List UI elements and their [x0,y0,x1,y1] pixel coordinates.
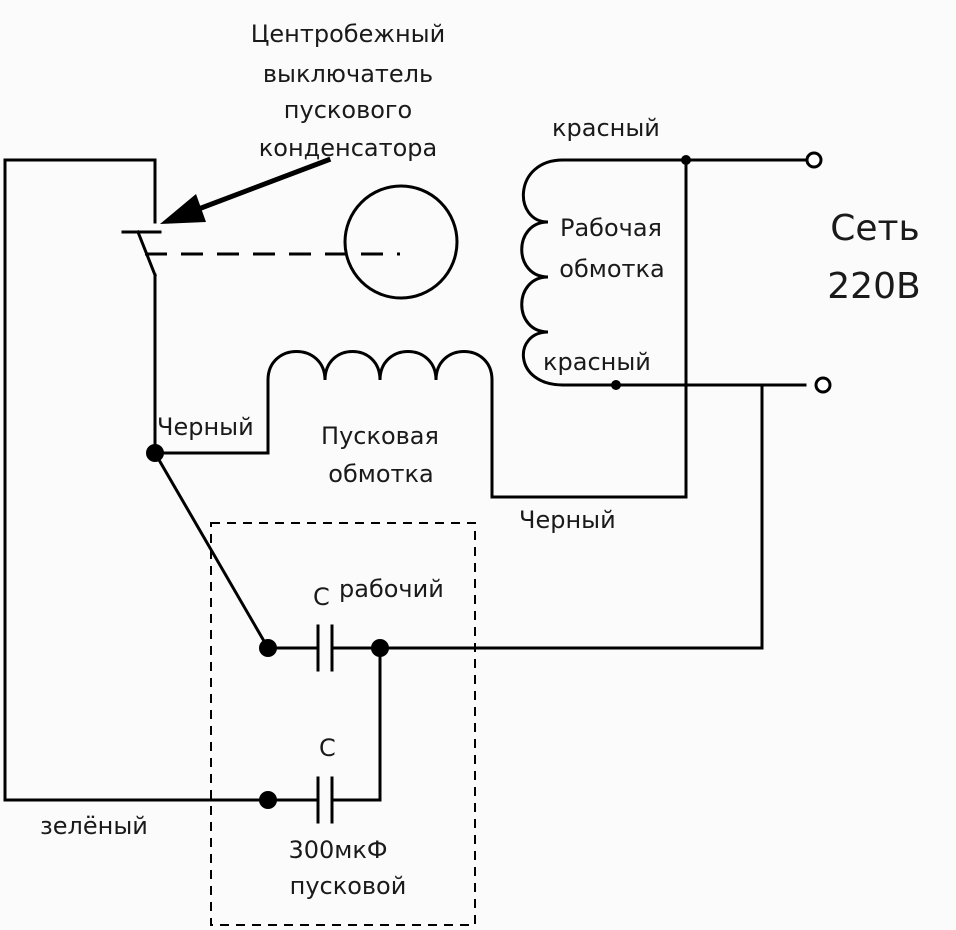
switch-pointer-arrow [160,156,332,224]
junction-dot [146,444,164,462]
wire-start-winding-out [490,158,688,499]
black-wire-label-right: Черный [519,506,616,534]
run-winding-label: Рабочая обмотка [559,214,664,283]
run-winding-top-wire-label: красный [552,114,660,142]
switch-title: Центробежный выключатель пускового конде… [251,20,445,162]
svg-text:220В: 220В [827,266,920,307]
start-winding-label: Пусковая обмотка [321,422,439,488]
svg-text:Рабочая: Рабочая [560,214,662,242]
run-capacitor-label: рабочий [339,575,444,603]
junction-dot [259,791,277,809]
wire-to-start-winding [153,378,270,455]
mains-label: Сеть 220В [827,208,920,307]
rotor-icon [343,184,459,300]
junction-dot [681,155,691,165]
start-capacitor-symbol: С [319,734,336,762]
run-winding-coil [520,158,565,387]
capacitor-box [210,522,476,926]
wire-green-loop [3,158,270,802]
start-winding-coil [266,350,494,382]
svg-text:Сеть: Сеть [830,208,919,249]
svg-text:пусковой: пусковой [290,872,407,900]
wire-cap-link [330,646,382,802]
run-winding-bottom-wire-label: красный [543,348,651,376]
svg-text:Пусковая: Пусковая [321,422,439,450]
mains-terminal-top [805,151,823,169]
junction-dot [371,639,389,657]
wire-cap-to-mains [378,383,764,650]
svg-text:300мкФ: 300мкФ [288,836,387,864]
run-capacitor-symbol: С [313,583,330,611]
black-wire-label-left: Черный [157,413,254,441]
green-wire-label: зелёный [40,812,148,840]
start-capacitor-label: 300мкФ пусковой [288,836,406,900]
junction-dot [259,639,277,657]
junction-dot [611,380,621,390]
svg-text:Центробежный: Центробежный [251,20,445,48]
svg-text:обмотка: обмотка [328,460,433,488]
svg-text:обмотка: обмотка [559,255,664,283]
mains-terminal-bottom [814,376,832,394]
svg-text:конденсатора: конденсатора [259,134,437,162]
svg-text:выключатель: выключатель [263,60,433,88]
svg-text:пускового: пускового [284,96,412,124]
